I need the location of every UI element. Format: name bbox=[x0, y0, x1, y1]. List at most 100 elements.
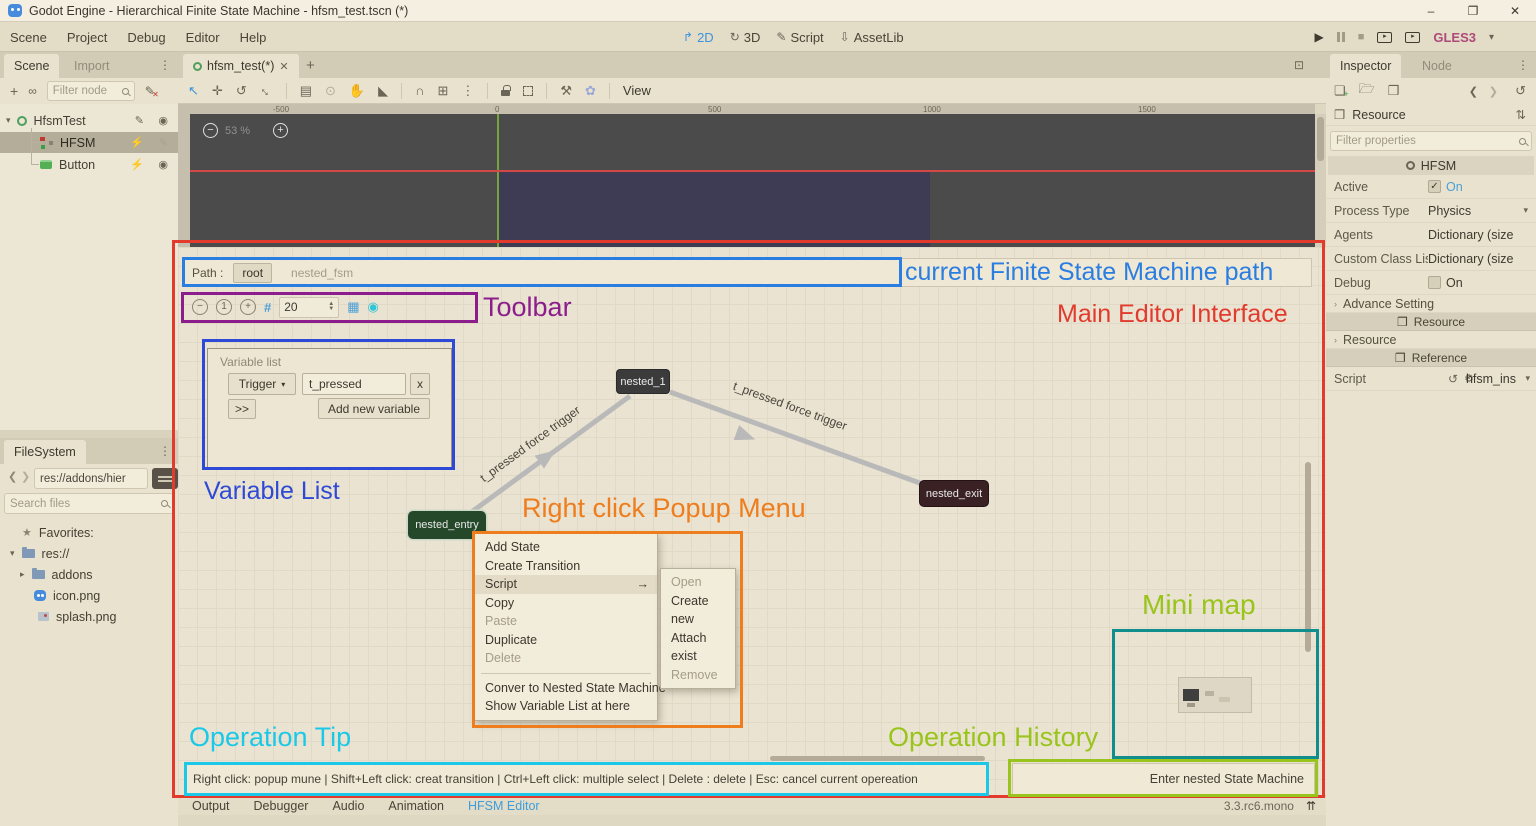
section-resource[interactable]: ❒Resource bbox=[1326, 313, 1536, 331]
horizontal-scrollbar[interactable] bbox=[770, 756, 985, 761]
tools-icon[interactable]: ⇅ bbox=[1515, 108, 1526, 122]
submenu-item-attach-exist[interactable]: Attach exist bbox=[671, 630, 707, 664]
detach-script-icon[interactable]: ✎✕ bbox=[144, 84, 159, 99]
variable-delete-button[interactable]: x bbox=[410, 373, 430, 395]
filesystem-dock-menu-icon[interactable]: ⋮ bbox=[159, 444, 171, 458]
tree-row-hfsm[interactable]: HFSM ⚡ ✎ bbox=[0, 132, 178, 153]
menu-project[interactable]: Project bbox=[66, 29, 108, 45]
viewport-zoom-in-icon[interactable]: + bbox=[273, 123, 288, 138]
skeleton-icon[interactable]: ✿ bbox=[585, 82, 596, 98]
play-scene-button[interactable]: ▸ bbox=[1377, 31, 1393, 43]
save-resource-icon[interactable]: ❒ bbox=[1387, 83, 1400, 98]
collapse-arrow-icon[interactable]: ▾ bbox=[10, 548, 15, 558]
fsm-zoom-reset-icon[interactable]: 1 bbox=[216, 299, 232, 315]
menu-item-add-state[interactable]: Add State bbox=[485, 540, 540, 554]
history-back-icon[interactable]: ❮ bbox=[1468, 85, 1478, 98]
add-variable-button[interactable]: Add new variable bbox=[318, 398, 430, 419]
close-button[interactable]: ✕ bbox=[1509, 4, 1521, 18]
play-custom-scene-button[interactable]: ▸ bbox=[1405, 31, 1421, 43]
workspace-script[interactable]: ✎Script bbox=[776, 29, 824, 45]
menu-item-create-transition[interactable]: Create Transition bbox=[485, 558, 581, 573]
path-breadcrumb[interactable]: res://addons/hier bbox=[34, 468, 148, 489]
bottom-tab-animation[interactable]: Animation bbox=[388, 798, 445, 813]
viewport-zoom-label[interactable]: 53 % bbox=[225, 125, 251, 137]
snap-options-icon[interactable]: ⋮ bbox=[461, 82, 475, 98]
checkbox-checked-icon[interactable]: ✓ bbox=[1428, 180, 1441, 193]
tab-scene[interactable]: Scene bbox=[4, 54, 60, 78]
chevron-down-icon[interactable]: ▾ bbox=[1523, 205, 1528, 215]
fs-row-res[interactable]: ▾ res:// bbox=[10, 546, 70, 561]
lock-icon[interactable] bbox=[501, 85, 511, 96]
section-reference[interactable]: ❒Reference bbox=[1326, 349, 1536, 367]
revert-icon[interactable]: ↺ bbox=[1447, 371, 1458, 386]
viewport-zoom-out-icon[interactable]: − bbox=[203, 123, 218, 138]
menu-debug[interactable]: Debug bbox=[127, 29, 166, 45]
variable-type-dropdown[interactable]: Trigger▾ bbox=[228, 373, 296, 395]
grid-snap-icon[interactable]: ⊞ bbox=[437, 82, 449, 98]
visibility-icon[interactable]: ◉ bbox=[158, 159, 168, 171]
visibility-icon[interactable]: ◉ bbox=[158, 115, 168, 127]
path-item-root[interactable]: root bbox=[233, 262, 273, 283]
bottom-tab-audio[interactable]: Audio bbox=[332, 798, 365, 813]
checkbox-unchecked-icon[interactable] bbox=[1428, 276, 1441, 289]
variable-name-input[interactable]: t_pressed bbox=[302, 373, 406, 395]
script-value[interactable]: hfsm_ins bbox=[1465, 371, 1516, 386]
spinbox-arrows-icon[interactable]: ▲▼ bbox=[328, 301, 335, 312]
new-tab-button[interactable]: + bbox=[306, 57, 315, 74]
pause-button[interactable] bbox=[1336, 32, 1345, 42]
bottom-tab-hfsm-editor[interactable]: HFSM Editor bbox=[468, 798, 540, 813]
fs-row-icon-png[interactable]: icon.png bbox=[0, 585, 178, 606]
select-tool-icon[interactable]: ↖ bbox=[188, 82, 199, 98]
filter-properties-input[interactable]: Filter properties bbox=[1330, 131, 1532, 151]
expand-panel-icon[interactable]: ⇈ bbox=[1305, 798, 1316, 813]
menu-help[interactable]: Help bbox=[239, 29, 267, 45]
tree-row-button[interactable]: Button ⚡ ◉ bbox=[0, 154, 178, 175]
menu-item-show-variable-list[interactable]: Show Variable List at here bbox=[485, 699, 630, 713]
distraction-free-icon[interactable]: ⊡ bbox=[1293, 58, 1304, 72]
script-icon[interactable]: ✎ bbox=[134, 115, 144, 127]
renderer-select[interactable]: GLES3 bbox=[1433, 29, 1476, 45]
fs-row-addons[interactable]: ▸ addons bbox=[20, 567, 93, 582]
move-tool-icon[interactable]: ✛ bbox=[211, 82, 223, 98]
transition-line[interactable] bbox=[669, 389, 929, 489]
state-node-nested-exit[interactable]: nested_exit bbox=[919, 480, 989, 507]
state-node-nested-1[interactable]: nested_1 bbox=[616, 369, 670, 394]
group-icon[interactable] bbox=[523, 85, 534, 96]
path-item-nested-fsm[interactable]: nested_fsm bbox=[291, 265, 354, 280]
submenu-item-create-new[interactable]: Create new bbox=[671, 593, 709, 627]
signal-icon[interactable]: ⚡ bbox=[130, 159, 144, 171]
expand-arrow-icon[interactable]: ▸ bbox=[20, 569, 25, 579]
fs-row-splash-png[interactable]: splash.png bbox=[0, 606, 178, 627]
add-node-button[interactable]: + bbox=[10, 83, 19, 99]
canvas-scrollbar[interactable] bbox=[1315, 114, 1326, 247]
smart-snap-icon[interactable]: ∩ bbox=[415, 83, 425, 98]
new-resource-icon[interactable]: ❏+ bbox=[1334, 83, 1349, 99]
history-icon[interactable]: ↺ bbox=[1515, 83, 1526, 98]
fs-row-favorites[interactable]: ★ Favorites: bbox=[22, 525, 94, 540]
scene-dock-menu-icon[interactable]: ⋮ bbox=[159, 58, 171, 72]
tab-inspector[interactable]: Inspector bbox=[1330, 54, 1402, 78]
property-row-debug[interactable]: Debug On bbox=[1326, 271, 1536, 295]
maximize-button[interactable]: ❐ bbox=[1467, 4, 1479, 18]
menu-editor[interactable]: Editor bbox=[185, 29, 220, 45]
property-row-custom-class-list[interactable]: Custom Class Lis Dictionary (size bbox=[1326, 247, 1536, 271]
property-row-script[interactable]: Script ↺ ⚙ hfsm_ins ▾ bbox=[1326, 367, 1536, 391]
bottom-tab-output[interactable]: Output bbox=[192, 798, 230, 813]
workspace-assetlib[interactable]: ⇩AssetLib bbox=[839, 29, 904, 45]
chevron-down-icon[interactable]: ▾ bbox=[1525, 373, 1530, 383]
split-mode-button[interactable] bbox=[152, 468, 178, 489]
menu-item-copy[interactable]: Copy bbox=[485, 595, 515, 610]
scene-tab-hfsm-test[interactable]: hfsm_test(*) ✕ bbox=[183, 54, 299, 78]
signal-icon[interactable]: ⚡ bbox=[130, 137, 144, 149]
script-icon[interactable]: ✎ bbox=[158, 137, 168, 149]
workspace-2d[interactable]: ↱2D bbox=[683, 29, 714, 45]
menu-scene[interactable]: Scene bbox=[10, 29, 47, 45]
list-select-icon[interactable]: ▤ bbox=[299, 82, 313, 98]
collapse-arrow-icon[interactable]: ▾ bbox=[6, 115, 11, 125]
minimize-button[interactable]: – bbox=[1427, 4, 1435, 18]
view-menu[interactable]: View bbox=[622, 83, 651, 98]
bottom-tab-debugger[interactable]: Debugger bbox=[253, 798, 309, 813]
fold-resource[interactable]: › Resource bbox=[1326, 331, 1536, 349]
tab-node[interactable]: Node bbox=[1422, 59, 1452, 73]
fsm-zoom-out-icon[interactable]: − bbox=[192, 299, 208, 315]
